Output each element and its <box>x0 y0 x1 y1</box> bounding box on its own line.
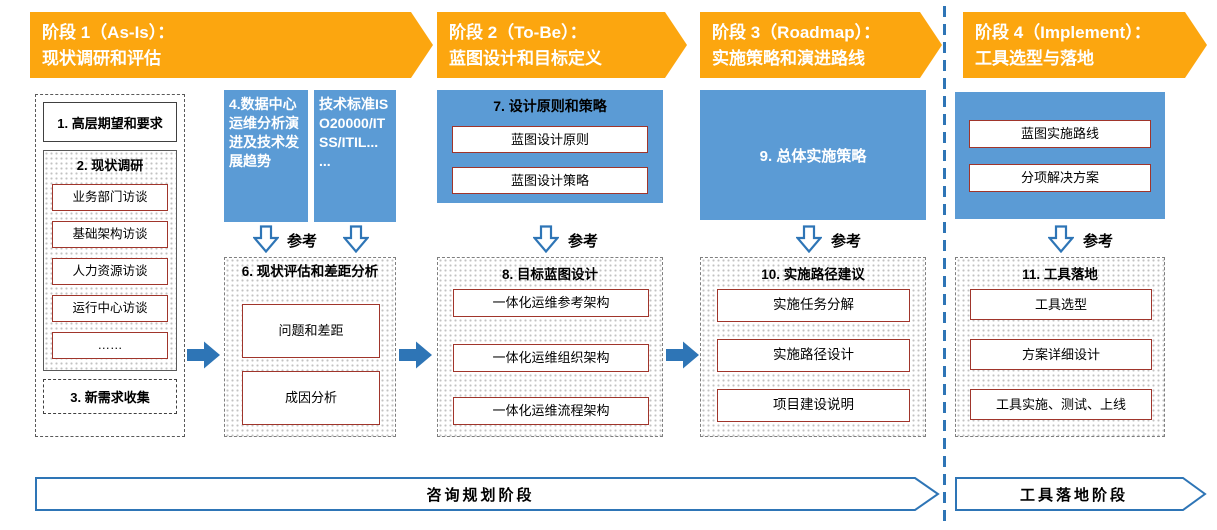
roadmap-item: 分项解决方案 <box>969 164 1151 192</box>
box-expectations: 1. 高层期望和要求 <box>43 102 177 142</box>
phase2-title-line1: 阶段 2（To-Be）： <box>449 23 587 42</box>
design-principle-item: 蓝图设计策略 <box>452 167 648 194</box>
phase-separator-line <box>943 6 946 526</box>
ref-label-4: 参考 <box>1083 233 1114 250</box>
box-datacenter-trends: 4.数据中心运维分析演进及技术发展趋势 <box>224 90 308 222</box>
box-current-survey: 2. 现状调研 业务部门访谈 基础架构访谈 人力资源访谈 运行中心访谈 …… <box>43 150 177 371</box>
box-current-survey-title: 2. 现状调研 <box>76 158 144 173</box>
tool-stage-arrow: 工具落地阶段 <box>955 477 1207 511</box>
box-gap-analysis-title: 6. 现状评估和差距分析 <box>241 264 379 279</box>
ref-arrow-down-5 <box>1048 225 1074 253</box>
ref-arrow-down-4 <box>796 225 822 253</box>
box-overall-strategy: 9. 总体实施策略 <box>700 90 926 220</box>
path-item: 项目建设说明 <box>717 389 910 422</box>
phase2-header: 阶段 2（To-Be）： 蓝图设计和目标定义 <box>437 12 687 78</box>
interview-item: 业务部门访谈 <box>52 184 168 211</box>
phase1-survey-group <box>35 94 185 437</box>
box-tool-landing-title: 11. 工具落地 <box>1022 267 1098 282</box>
tool-stage-arrow-shape <box>955 477 1207 511</box>
consulting-stage-arrow-shape <box>35 477 940 511</box>
box-new-requirements: 3. 新需求收集 <box>43 379 177 414</box>
box-blueprint-design: 8. 目标蓝图设计 一体化运维参考架构 一体化运维组织架构 一体化运维流程架构 <box>437 257 663 437</box>
blueprint-item: 一体化运维参考架构 <box>453 289 649 317</box>
flow-arrow-right-1 <box>187 341 220 369</box>
blueprint-item: 一体化运维组织架构 <box>453 344 649 372</box>
design-principle-item: 蓝图设计原则 <box>452 126 648 153</box>
phase1-title-line1: 阶段 1（As-Is）： <box>42 23 175 42</box>
box-new-requirements-label: 3. 新需求收集 <box>70 390 150 405</box>
gap-item: 成因分析 <box>242 371 380 425</box>
roadmap-item: 蓝图实施路线 <box>969 120 1151 148</box>
box-implementation-path: 10. 实施路径建议 实施任务分解 实施路径设计 项目建设说明 <box>700 257 926 437</box>
phase4-title-line2: 工具选型与落地 <box>975 49 1094 69</box>
gap-item: 问题和差距 <box>242 304 380 358</box>
box-implementation-path-title: 10. 实施路径建议 <box>761 267 865 282</box>
flow-arrow-right-2 <box>399 341 432 369</box>
interview-item-more: …… <box>52 332 168 359</box>
phase3-title-line1: 阶段 3（Roadmap）： <box>712 23 881 42</box>
path-item: 实施任务分解 <box>717 289 910 322</box>
box-expectations-label: 1. 高层期望和要求 <box>57 115 163 131</box>
box-design-principles: 7. 设计原则和策略 蓝图设计原则 蓝图设计策略 <box>437 90 663 203</box>
phase3-title-line2: 实施策略和演进路线 <box>712 49 865 69</box>
flow-arrow-right-3 <box>666 341 699 369</box>
phase2-title-line2: 蓝图设计和目标定义 <box>449 49 602 69</box>
phase1-header: 阶段 1（As-Is）： 现状调研和评估 <box>30 12 433 78</box>
blueprint-item: 一体化运维流程架构 <box>453 397 649 425</box>
box-tech-standards: 技术标准ISO20000/ITSS/ITIL... ... <box>314 90 396 222</box>
tool-item: 方案详细设计 <box>970 339 1152 370</box>
ref-arrow-down-3 <box>533 225 559 253</box>
box-blueprint-roadmap: 蓝图实施路线 分项解决方案 <box>955 92 1165 219</box>
ref-label-3: 参考 <box>831 233 862 250</box>
phase4-header: 阶段 4（Implement）： 工具选型与落地 <box>963 12 1207 78</box>
box-gap-analysis: 6. 现状评估和差距分析 问题和差距 成因分析 <box>224 257 396 437</box>
box-blueprint-design-title: 8. 目标蓝图设计 <box>501 267 598 282</box>
tool-stage-label: 工具落地阶段 <box>1019 486 1128 504</box>
phase3-header: 阶段 3（Roadmap）： 实施策略和演进路线 <box>700 12 942 78</box>
path-item: 实施路径设计 <box>717 339 910 372</box>
ref-label-1: 参考 <box>287 233 318 250</box>
consulting-stage-label: 咨询规划阶段 <box>426 486 535 504</box>
ref-arrow-down-2 <box>343 225 369 253</box>
consulting-stage-arrow: 咨询规划阶段 <box>35 477 940 511</box>
ref-label-2: 参考 <box>568 233 599 250</box>
phase1-title-line2: 现状调研和评估 <box>42 49 161 69</box>
phase4-title-line1: 阶段 4（Implement）： <box>975 23 1151 42</box>
interview-item: 人力资源访谈 <box>52 258 168 285</box>
tool-item: 工具实施、测试、上线 <box>970 389 1152 420</box>
interview-item: 运行中心访谈 <box>52 295 168 322</box>
box-design-principles-title: 7. 设计原则和策略 <box>493 98 607 114</box>
interview-item: 基础架构访谈 <box>52 221 168 248</box>
box-tool-landing: 11. 工具落地 工具选型 方案详细设计 工具实施、测试、上线 <box>955 257 1165 437</box>
box-overall-strategy-label: 9. 总体实施策略 <box>759 147 867 165</box>
tool-item: 工具选型 <box>970 289 1152 320</box>
ref-arrow-down-1 <box>253 225 279 253</box>
